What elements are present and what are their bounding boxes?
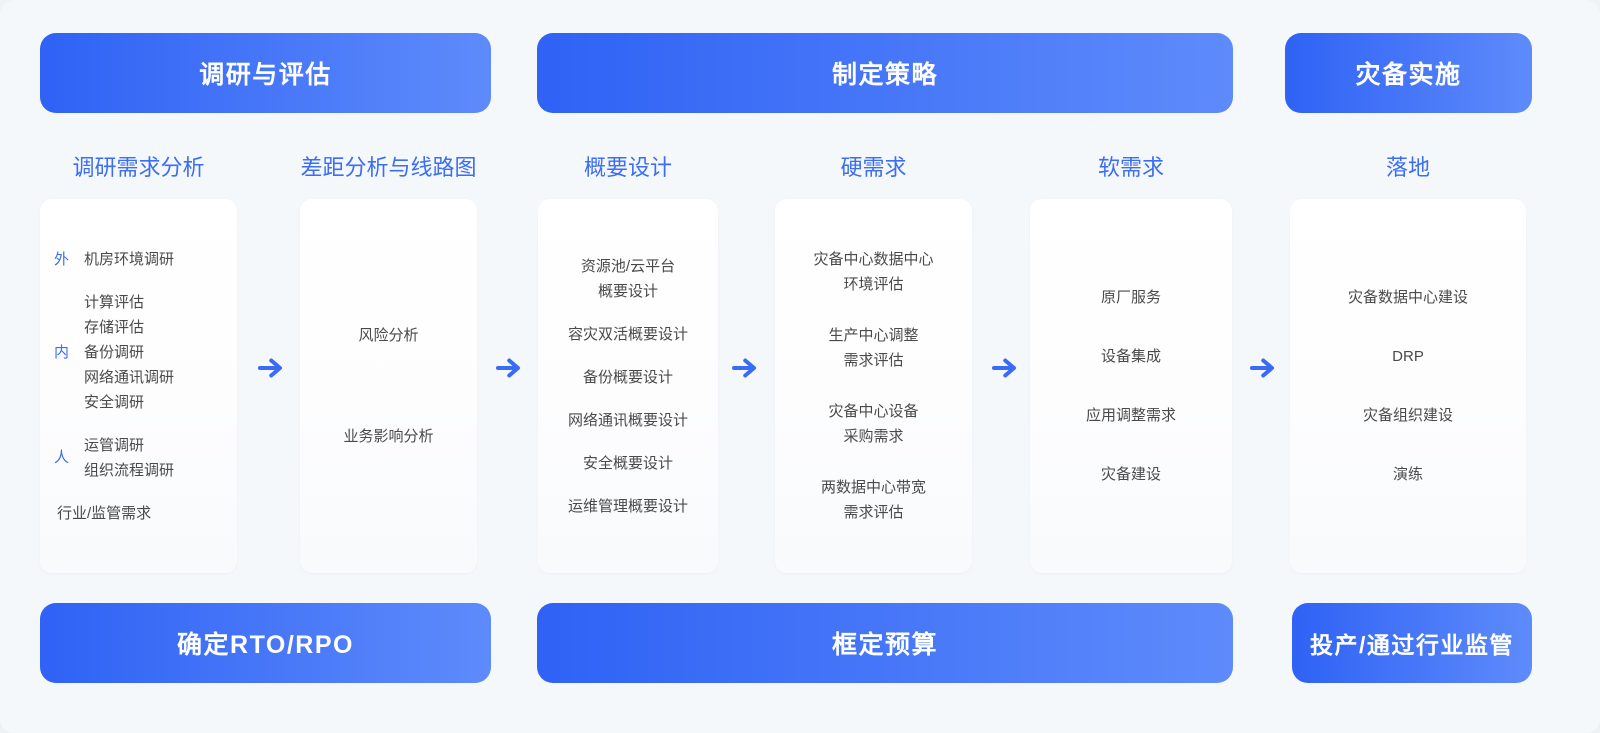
item-list: 原厂服务 设备集成 应用调整需求 灾备建设: [1030, 268, 1232, 504]
column-title-3: 硬需求: [840, 155, 907, 180]
list-item[interactable]: 安全概要设计: [582, 454, 673, 472]
group-label: 人: [54, 449, 70, 466]
list-item[interactable]: 组织流程调研: [84, 461, 175, 479]
list-item-regulatory[interactable]: 行业/监管需求: [57, 504, 152, 522]
list-item[interactable]: 灾备中心设备 采购需求: [828, 403, 919, 445]
list-item[interactable]: 灾备组织建设: [1362, 407, 1453, 424]
phase-banner-top-3[interactable]: 灾备实施: [1285, 33, 1532, 113]
column-title-2: 概要设计: [583, 155, 672, 180]
list-item[interactable]: 演练: [1392, 466, 1423, 483]
column-title-4: 软需求: [1097, 155, 1164, 180]
item-list: 灾备中心数据中心 环境评估 生产中心调整 需求评估 灾备中心设备 采购需求 两数…: [775, 234, 972, 538]
list-item[interactable]: 计算评估: [84, 293, 145, 311]
list-item[interactable]: 存储评估: [84, 318, 145, 336]
list-item[interactable]: 网络通讯调研: [84, 368, 175, 386]
list-item[interactable]: 网络通讯概要设计: [567, 411, 688, 429]
item-list: 灾备数据中心建设 DRP 灾备组织建设 演练: [1290, 268, 1526, 504]
list-item[interactable]: 设备集成: [1100, 348, 1161, 365]
list-item[interactable]: 资源池/云平台 概要设计: [580, 257, 676, 300]
item-group: 人 运管调研 组织流程调研: [54, 433, 225, 483]
arrow-right-icon: [726, 350, 762, 386]
content-card-5: 灾备数据中心建设 DRP 灾备组织建设 演练: [1290, 199, 1526, 573]
list-item[interactable]: 灾备数据中心建设: [1347, 289, 1468, 306]
list-item[interactable]: 机房环境调研: [84, 250, 175, 268]
list-item[interactable]: 备份概要设计: [582, 368, 673, 386]
arrow-right-icon: [986, 350, 1022, 386]
phase-banner-top-1[interactable]: 调研与评估: [40, 33, 491, 113]
list-item[interactable]: DRP: [1392, 348, 1424, 365]
group-items: 计算评估 存储评估 备份调研 网络通讯调研 安全调研: [84, 290, 225, 415]
list-item[interactable]: 备份调研: [84, 343, 145, 361]
column-title-1: 差距分析与线路图: [300, 155, 477, 180]
item-list: 资源池/云平台 概要设计 容灾双活概要设计 备份概要设计 网络通讯概要设计 安全…: [538, 245, 718, 528]
list-item[interactable]: 灾备中心数据中心 环境评估: [813, 251, 934, 293]
group-items: 运管调研 组织流程调研: [84, 433, 225, 483]
list-item[interactable]: 风险分析: [358, 327, 419, 344]
item-list: 风险分析 业务影响分析: [300, 285, 477, 487]
list-item[interactable]: 生产中心调整 需求评估: [828, 327, 919, 369]
group-items: 机房环境调研: [84, 247, 225, 272]
grouped-item-list: 外 机房环境调研 内 计算评估 存储评估 备份调研 网络通讯调研 安全调研: [40, 247, 237, 526]
list-item[interactable]: 业务影响分析: [343, 428, 434, 445]
arrow-right-icon: [1244, 350, 1280, 386]
list-item[interactable]: 运管调研: [84, 436, 145, 454]
list-item[interactable]: 应用调整需求: [1085, 407, 1176, 424]
list-item[interactable]: 原厂服务: [1100, 289, 1161, 306]
list-item[interactable]: 容灾双活概要设计: [567, 325, 688, 343]
content-card-1: 风险分析 业务影响分析: [300, 199, 477, 573]
arrow-right-icon: [252, 350, 288, 386]
content-card-3: 灾备中心数据中心 环境评估 生产中心调整 需求评估 灾备中心设备 采购需求 两数…: [775, 199, 972, 573]
phase-banner-top-2[interactable]: 制定策略: [537, 33, 1233, 113]
content-card-2: 资源池/云平台 概要设计 容灾双活概要设计 备份概要设计 网络通讯概要设计 安全…: [538, 199, 718, 573]
arrow-right-icon: [490, 350, 526, 386]
list-item[interactable]: 灾备建设: [1100, 466, 1161, 483]
phase-banner-bottom-3[interactable]: 投产/通过行业监管: [1292, 603, 1532, 683]
content-card-4: 原厂服务 设备集成 应用调整需求 灾备建设: [1030, 199, 1232, 573]
column-title-0: 调研需求分析: [72, 155, 205, 180]
item-group: 内 计算评估 存储评估 备份调研 网络通讯调研 安全调研: [54, 290, 225, 415]
group-label: 外: [54, 250, 70, 268]
item-group: 外 机房环境调研: [54, 247, 225, 272]
group-label: 内: [54, 343, 70, 361]
phase-banner-bottom-1[interactable]: 确定RTO/RPO: [40, 603, 491, 683]
list-item[interactable]: 运维管理概要设计: [567, 497, 688, 515]
phase-banner-bottom-2[interactable]: 框定预算: [537, 603, 1233, 683]
content-card-0: 外 机房环境调研 内 计算评估 存储评估 备份调研 网络通讯调研 安全调研: [40, 199, 237, 573]
column-title-5: 落地: [1385, 155, 1430, 180]
list-item[interactable]: 安全调研: [84, 393, 145, 411]
list-item[interactable]: 两数据中心带宽 需求评估: [820, 479, 926, 521]
